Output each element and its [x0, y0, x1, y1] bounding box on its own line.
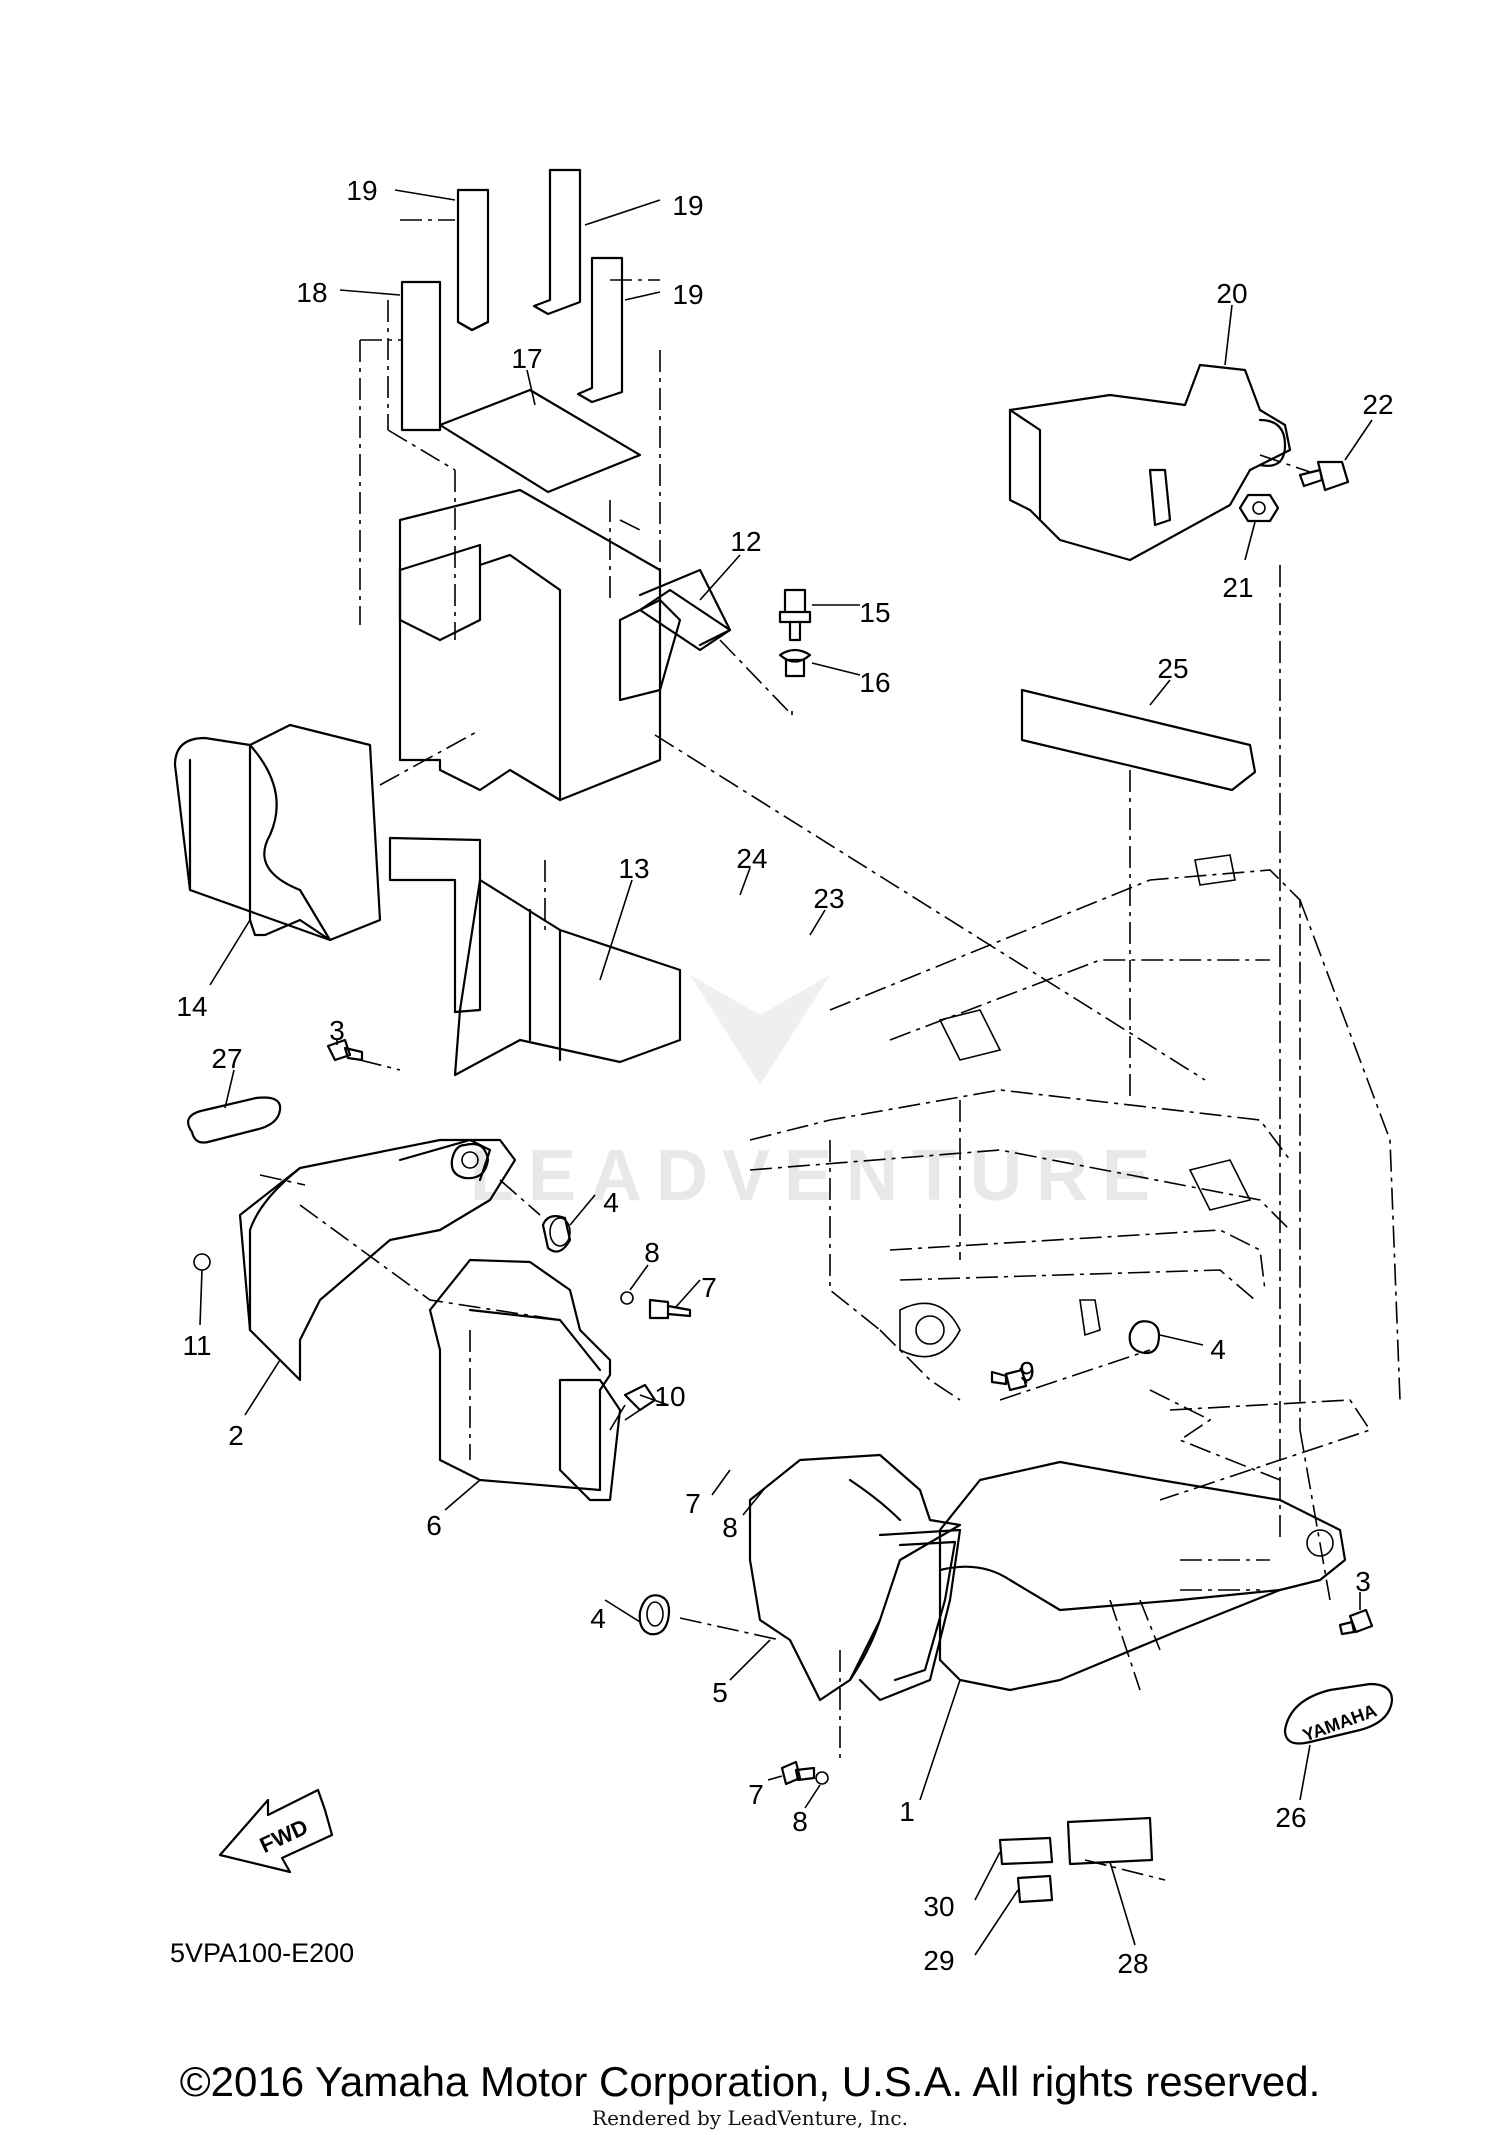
callout-30: 30 [923, 1891, 954, 1922]
callout-21: 21 [1222, 572, 1253, 603]
callout-8: 8 [722, 1512, 738, 1543]
callout-20: 20 [1216, 278, 1247, 309]
callout-11: 11 [182, 1330, 211, 1361]
callout-4: 4 [590, 1603, 606, 1634]
callout-13: 13 [618, 853, 649, 884]
callout-28: 28 [1117, 1948, 1148, 1979]
callout-12: 12 [730, 526, 761, 557]
center-cover [428, 1258, 692, 1502]
callout-4: 4 [603, 1187, 619, 1218]
callout-8: 8 [644, 1237, 660, 1268]
callout-19: 19 [672, 279, 703, 310]
callout-7: 7 [748, 1779, 764, 1810]
watermark: LEADVENTURE [470, 975, 1164, 1216]
callout-23: 23 [813, 883, 844, 914]
frame-outline [749, 854, 1401, 1601]
callout-25: 25 [1157, 653, 1188, 684]
callout-16: 16 [859, 667, 890, 698]
callout-9: 9 [1019, 1356, 1035, 1387]
side-cover-left [187, 1038, 572, 1382]
callout-2: 2 [228, 1420, 244, 1451]
callout-7: 7 [685, 1488, 701, 1519]
rendered-by-notice: Rendered by LeadVenture, Inc. [592, 2106, 908, 2130]
callout-4: 4 [1210, 1334, 1226, 1365]
callout-15: 15 [859, 597, 890, 628]
callout-3: 3 [1355, 1566, 1371, 1597]
callout-26: 26 [1275, 1802, 1306, 1833]
callout-6: 6 [426, 1510, 442, 1541]
callout-3: 3 [329, 1015, 345, 1046]
battery-box-assembly [173, 168, 1206, 1081]
callout-27: 27 [211, 1043, 242, 1074]
callout-17: 17 [511, 343, 542, 374]
callout-24: 24 [736, 843, 767, 874]
callout-5: 5 [712, 1677, 728, 1708]
callout-29: 29 [923, 1945, 954, 1976]
callout-10: 10 [654, 1381, 685, 1412]
callout-7: 7 [701, 1272, 717, 1303]
callout-22: 22 [1362, 389, 1393, 420]
callout-8: 8 [792, 1806, 808, 1837]
upper-bracket-assembly [1008, 363, 1350, 1540]
fwd-arrow-icon: FWD [218, 1788, 334, 1874]
diagram-code: 5VPA100-E200 [170, 1938, 354, 1968]
callout-19: 19 [672, 190, 703, 221]
callout-18: 18 [296, 277, 327, 308]
yamaha-badge-text: YAMAHA [1300, 1700, 1380, 1745]
callout-1: 1 [899, 1796, 915, 1827]
callout-19: 19 [346, 175, 377, 206]
callout-14: 14 [176, 991, 207, 1022]
copyright-notice: ©2016 Yamaha Motor Corporation, U.S.A. A… [179, 2058, 1321, 2105]
leader-lines [199, 189, 1373, 1956]
watermark-text: LEADVENTURE [470, 1136, 1164, 1216]
